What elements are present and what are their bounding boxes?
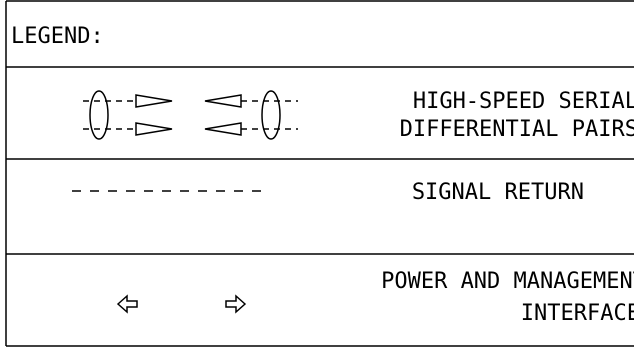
label-interface: INTERFACE: [521, 301, 634, 326]
label-power-and-management: POWER AND MANAGEMENT: [381, 269, 634, 294]
legend-title: LEGEND:: [11, 24, 104, 49]
label-differential-pairs: DIFFERENTIAL PAIRS: [400, 117, 634, 142]
label-signal-return: SIGNAL RETURN: [412, 180, 584, 205]
hollow-left-arrow-icon: [116, 294, 138, 314]
label-high-speed-serial: HIGH-SPEED SERIAL: [413, 89, 634, 114]
legend-frame: [5, 0, 634, 347]
hollow-right-arrow-icon: [225, 294, 247, 314]
differential-pair-symbol: [83, 90, 298, 140]
